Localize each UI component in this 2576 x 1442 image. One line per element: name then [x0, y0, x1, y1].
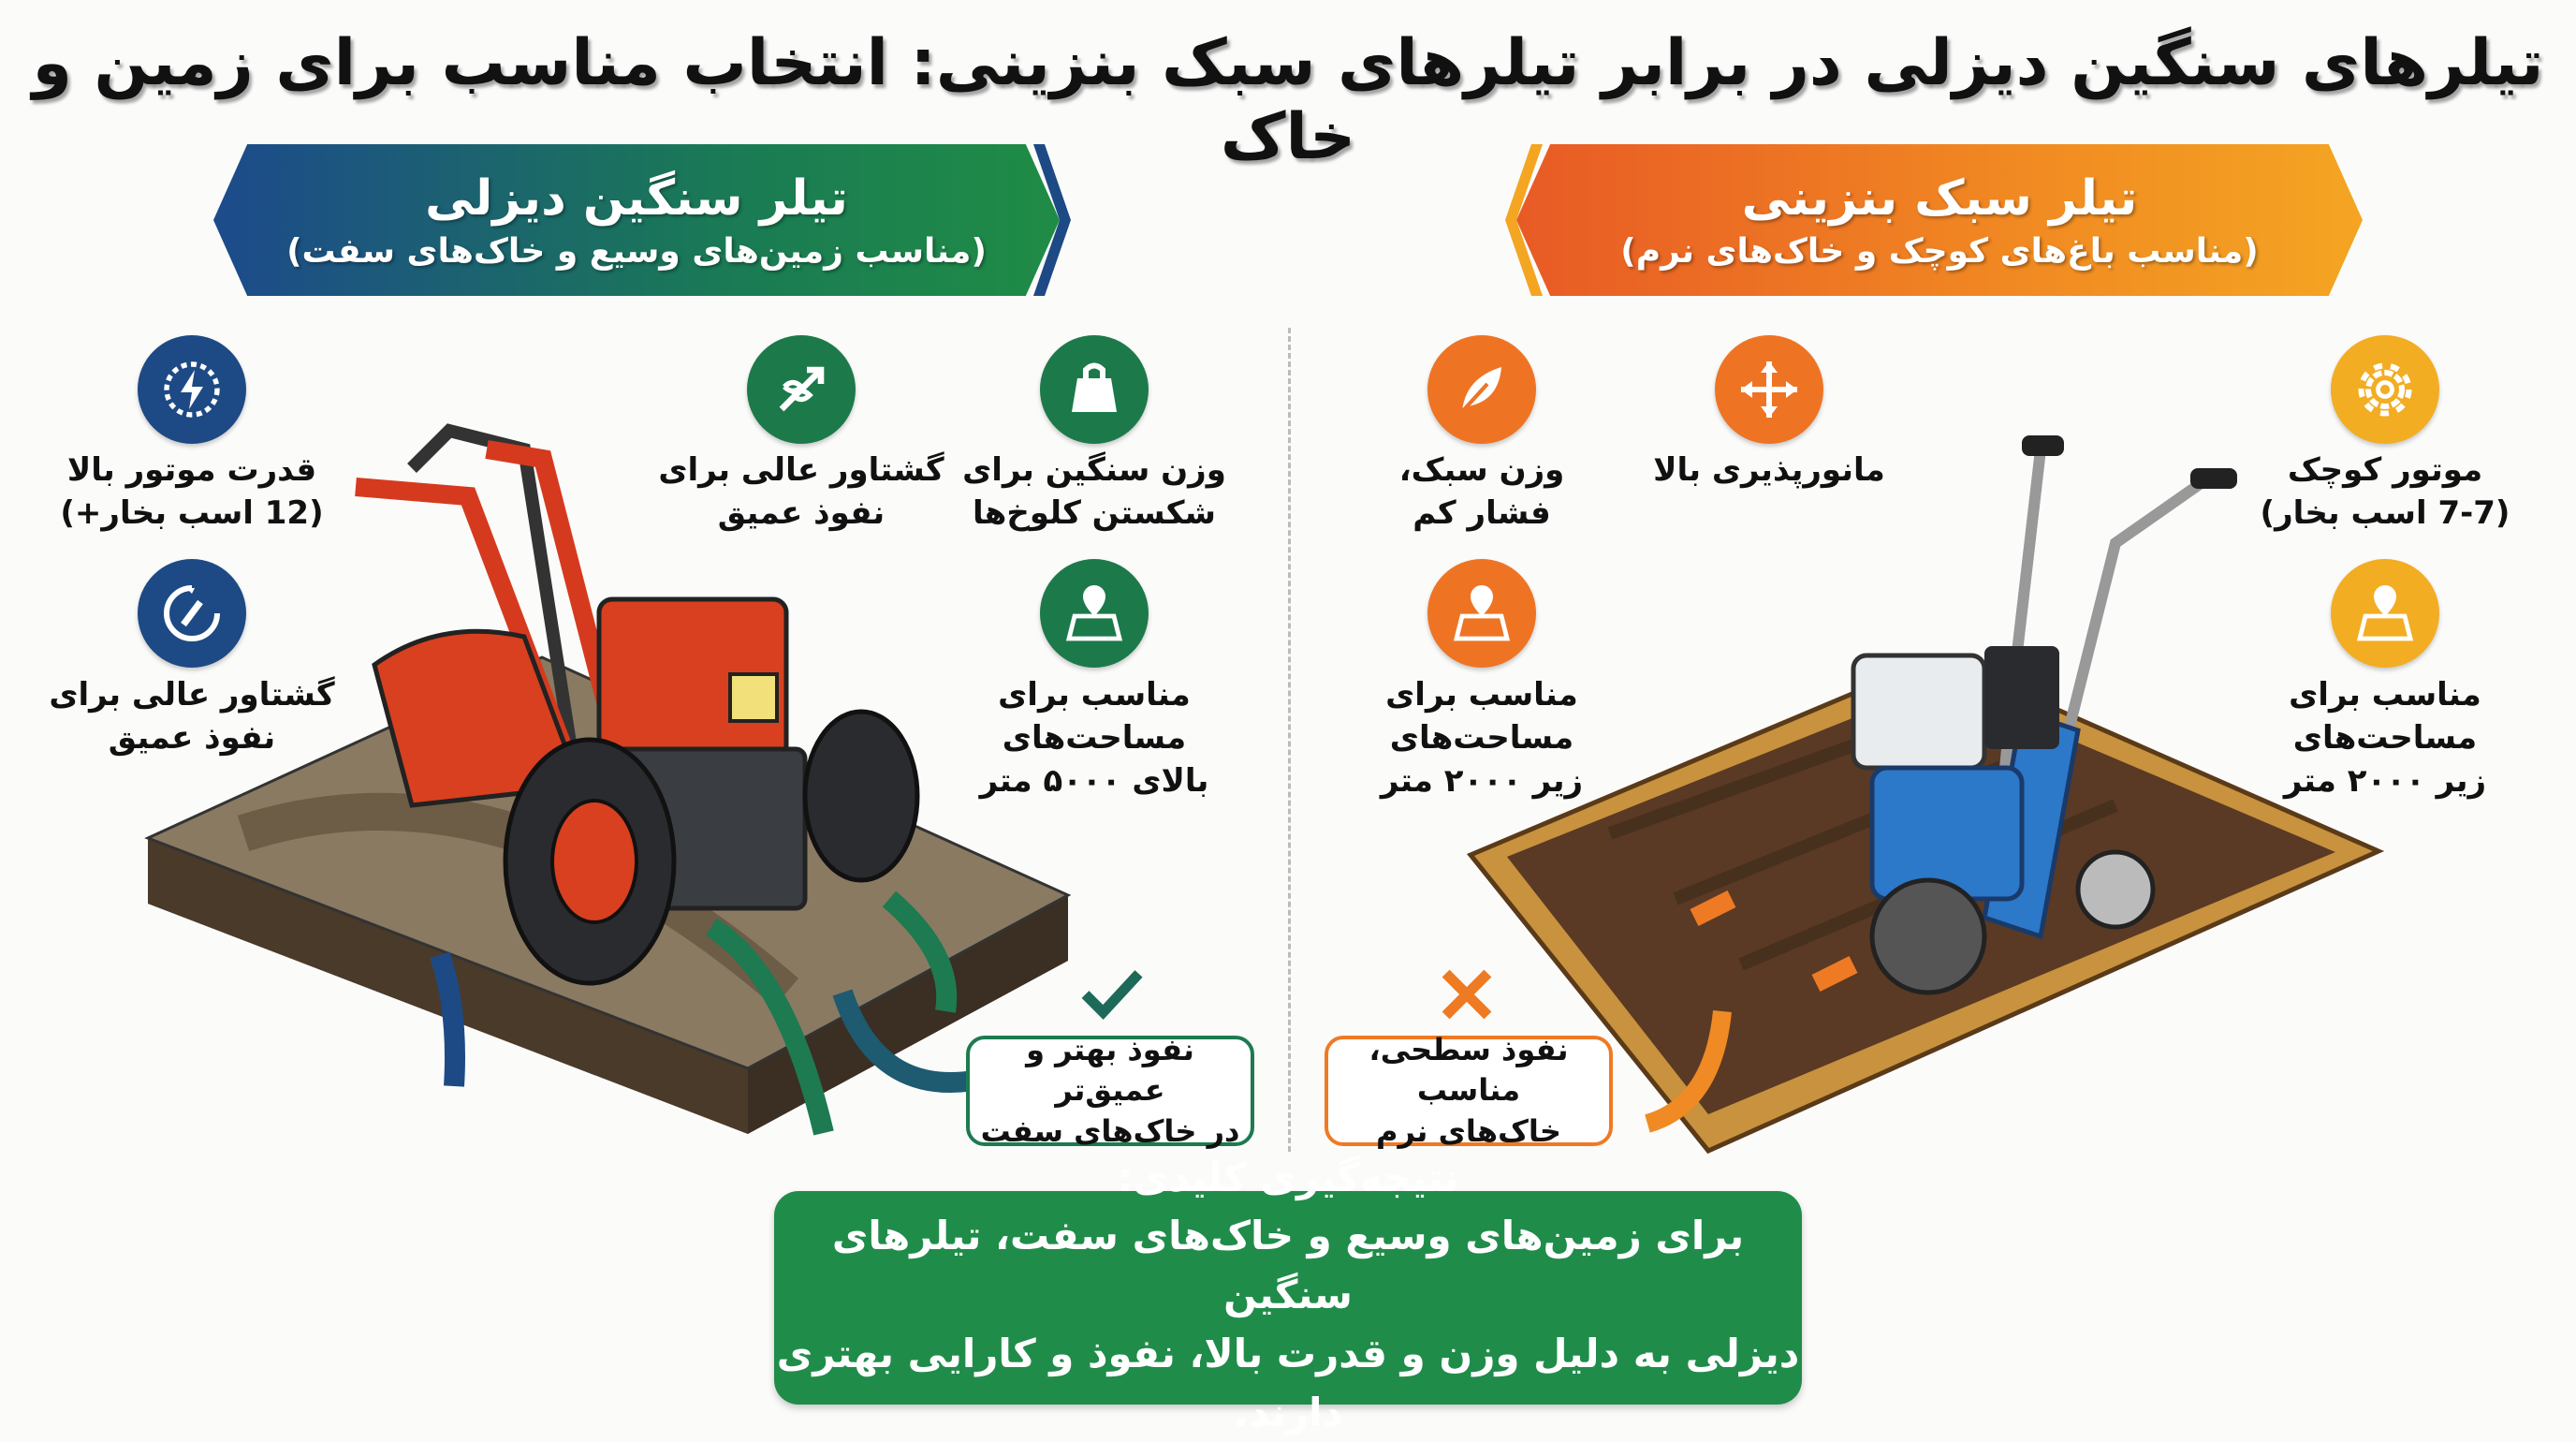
gasoline-feature-label: مناسب برای مساحت‌های زیر ۲۰۰۰ متر: [1380, 676, 1584, 800]
arrow: [430, 951, 465, 1087]
conclusion-box: نتیجه‌گیری کلیدی: برای زمین‌های وسیع و خ…: [774, 1155, 1802, 1435]
gear-icon: [2331, 335, 2439, 444]
gasoline-banner: تیلر سبک بنزینی (مناسب باغ‌های کوچک و خا…: [1516, 144, 2363, 296]
diesel-feature-label: گشتاور عالی برای نفوذ عمیق: [658, 451, 944, 532]
check-icon: [1081, 970, 1143, 1020]
page-title: تیلرهای سنگین دیزلی در برابر تیلرهای سبک…: [32, 26, 2544, 174]
map-pin-icon: [1040, 559, 1149, 668]
diesel-subheading: (مناسب زمین‌های وسیع و خاک‌های سفت): [286, 231, 987, 271]
diesel-banner: تیلر سنگین دیزلی (مناسب زمین‌های وسیع و …: [213, 144, 1060, 296]
diesel-feature-label: قدرت موتور بالا (12 اسب بخار+): [60, 451, 324, 532]
map-pin-icon: [1427, 559, 1536, 668]
gasoline-feature-label: وزن سبک، فشار کم: [1398, 451, 1565, 532]
gasoline-callout: نفوذ سطحی، مناسب خاک‌های نرم: [1325, 1032, 1613, 1149]
gasoline-feature-label: موتور کوچک (7-7 اسب بخار): [2260, 451, 2510, 532]
diesel-feature-label: گشتاور عالی برای نفوذ عمیق: [49, 676, 335, 757]
gasoline-feature-label: مناسب برای مساحت‌های زیر ۲۰۰۰ متر: [2283, 676, 2487, 800]
x-icon: [1442, 969, 1492, 1020]
torque-icon: [747, 335, 856, 444]
diesel-feature-label: وزن سنگین برای شکستن کلوخ‌ها: [962, 451, 1226, 532]
divider: [1288, 328, 1291, 1152]
diesel-feature-label: مناسب برای مساحت‌های بالای ۵۰۰۰ متر: [979, 676, 1209, 800]
speedometer-icon: [138, 559, 246, 668]
diesel-tiller-illustration: [144, 423, 1072, 1136]
weight-icon: [1040, 335, 1149, 444]
gasoline-heading: تیلر سبک بنزینی: [1741, 169, 2138, 227]
diesel-callout: نفوذ بهتر و عمیق‌تر در خاک‌های سفت: [966, 1032, 1254, 1149]
conclusion-title: نتیجه‌گیری کلیدی:: [1117, 1154, 1459, 1200]
conclusion-line: برای زمین‌های وسیع و خاک‌های سفت، تیلرها…: [831, 1212, 1745, 1317]
feather-icon: [1427, 335, 1536, 444]
gasoline-feature-label: مانورپذیری بالا: [1653, 451, 1885, 489]
diesel-heading: تیلر سنگین دیزلی: [425, 169, 848, 227]
gasoline-tiller-illustration: [1466, 435, 2385, 1155]
power-gauge-icon: [138, 335, 246, 444]
move-arrows-icon: [1715, 335, 1823, 444]
conclusion-line: دیزلی به دلیل وزن و قدرت بالا، نفوذ و کا…: [776, 1330, 1800, 1435]
map-pin-icon: [2331, 559, 2439, 668]
gasoline-subheading: (مناسب باغ‌های کوچک و خاک‌های نرم): [1620, 231, 2259, 271]
